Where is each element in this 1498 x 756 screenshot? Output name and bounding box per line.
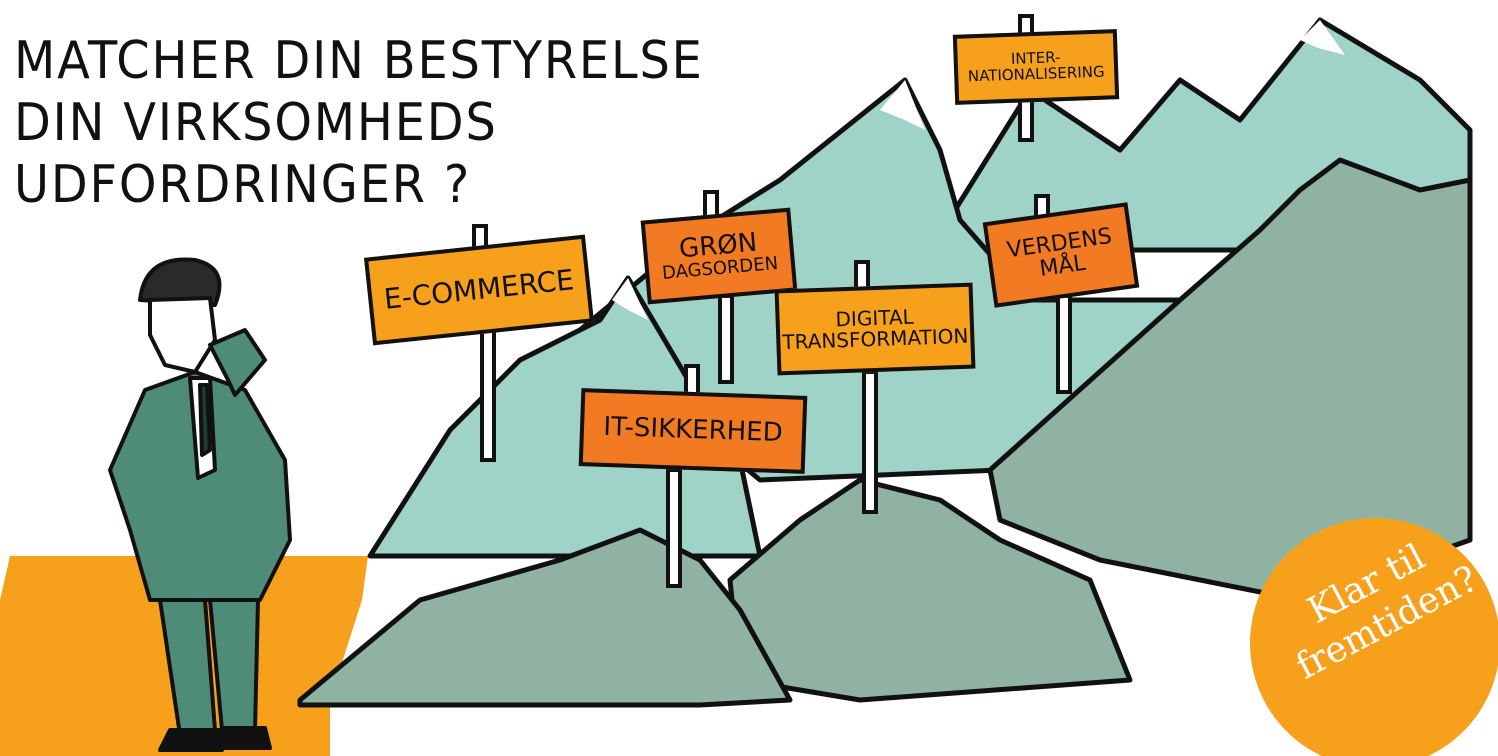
sign-label: MÅL	[1037, 250, 1088, 282]
sign-label: DAGSORDEN	[661, 253, 779, 285]
sign-label: TRANSFORMATION	[781, 323, 969, 355]
sign-label: IT-SIKKERHED	[602, 412, 784, 449]
sign-digital-transformation: DIGITAL TRANSFORMATION	[774, 282, 976, 376]
sign-label: NATIONALISERING	[967, 62, 1105, 86]
sign-label: E-COMMERCE	[382, 263, 576, 317]
future-badge	[1250, 518, 1498, 756]
headline: MATCHER DIN BESTYRELSE DIN VIRKSOMHEDS U…	[14, 30, 704, 216]
headline-line: DIN VIRKSOMHEDS	[14, 93, 498, 153]
headline-line: UDFORDRINGER ?	[14, 155, 472, 215]
sign-it-sikkerhed: IT-SIKKERHED	[578, 388, 808, 474]
sign-internationalisering: INTER- NATIONALISERING	[952, 29, 1120, 105]
headline-line: MATCHER DIN BESTYRELSE	[14, 31, 704, 91]
